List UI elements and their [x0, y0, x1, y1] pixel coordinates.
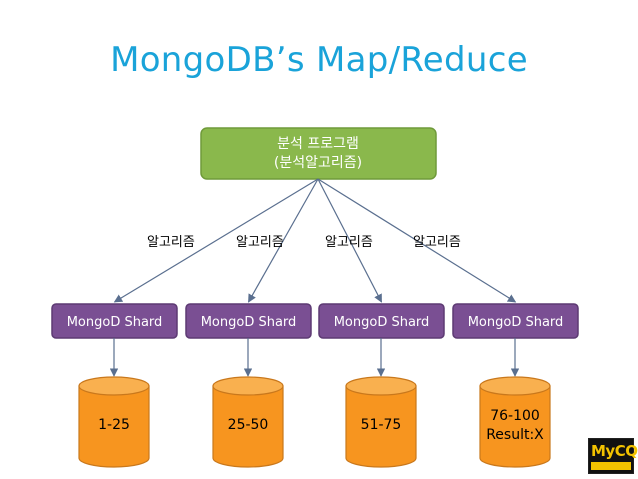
shard-node-4: MongoD Shard	[452, 303, 579, 339]
db-range-2: 25-50	[228, 417, 269, 433]
analysis-program-label: 분석 프로그램	[277, 136, 359, 152]
shard-node-2: MongoD Shard	[185, 303, 312, 339]
db-result-4: Result:X	[486, 427, 544, 443]
edge-label-1: 알고리즘	[147, 235, 195, 250]
database-cylinder-2: 25-50	[212, 376, 284, 468]
slide-title: MongoDB’s Map/Reduce	[110, 40, 528, 80]
analysis-program-node: 분석 프로그램 (분석알고리즘)	[200, 127, 437, 180]
shard-label-3: MongoD Shard	[334, 315, 430, 330]
algorithm-edge-2	[247, 178, 319, 303]
shard-to-db-arrows	[109, 338, 520, 377]
logo-stripe	[591, 462, 631, 470]
shard-node-3: MongoD Shard	[318, 303, 445, 339]
shard-label-1: MongoD Shard	[67, 315, 163, 330]
logo-text: MyCQ	[591, 442, 638, 460]
db-range-4: 76-100	[490, 408, 540, 424]
shard-label-2: MongoD Shard	[201, 315, 297, 330]
edge-label-4: 알고리즘	[413, 235, 461, 250]
db-range-1: 1-25	[98, 417, 130, 433]
edge-label-3: 알고리즘	[325, 235, 373, 250]
analysis-algorithm-label: (분석알고리즘)	[274, 155, 362, 171]
algorithm-edge-1	[113, 178, 319, 303]
algorithm-edge-4	[317, 178, 517, 303]
database-cylinder-4: 76-100 Result:X	[479, 376, 551, 468]
database-cylinder-1: 1-25	[78, 376, 150, 468]
algorithm-edges	[113, 178, 517, 303]
algorithm-edge-3	[317, 178, 383, 303]
shard-node-1: MongoD Shard	[51, 303, 178, 339]
db-range-3: 51-75	[361, 417, 402, 433]
shard-label-4: MongoD Shard	[468, 315, 564, 330]
mycq-logo: MyCQ	[588, 438, 638, 474]
database-cylinder-3: 51-75	[345, 376, 417, 468]
edge-label-2: 알고리즘	[236, 235, 284, 250]
